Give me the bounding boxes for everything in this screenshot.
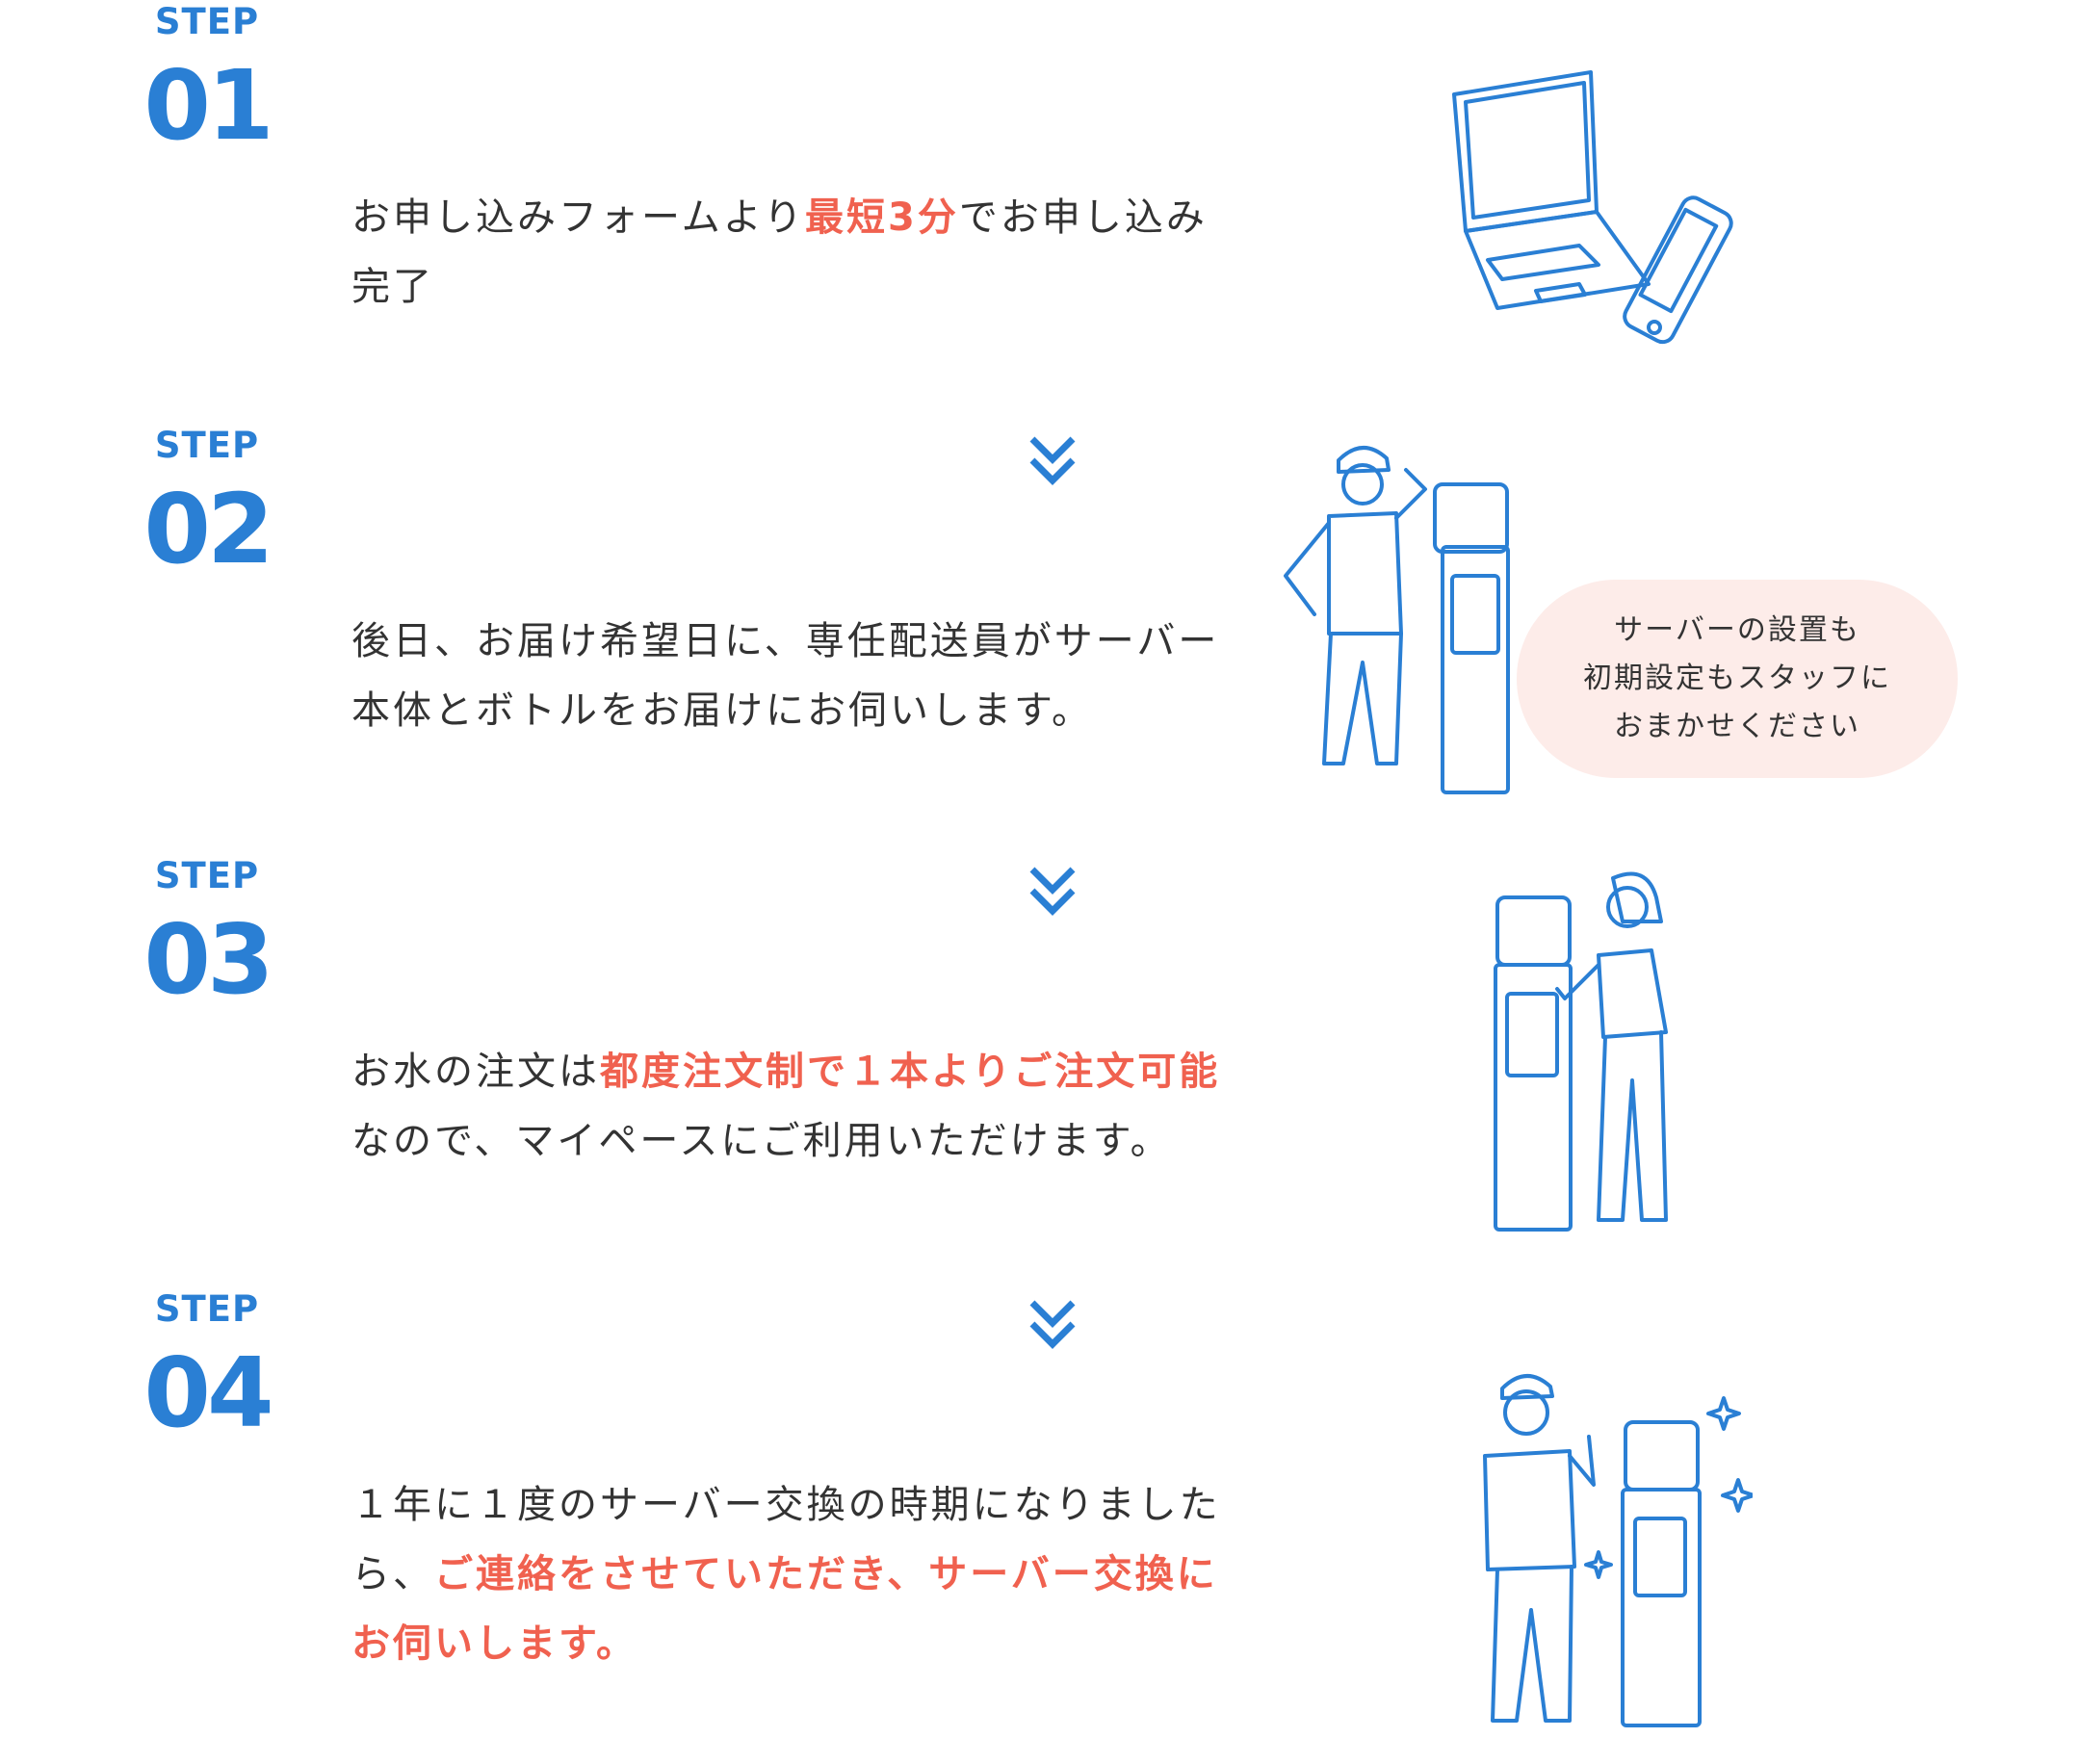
step-number: STEP 03 <box>125 854 289 1020</box>
step-number: STEP 02 <box>125 424 289 589</box>
text: なので、マイペースにご利用いただけます。 <box>351 1119 1172 1163</box>
step-02: STEP 02 後日、お届け希望日に、専任配送員がサーバー本体とボトルをお届けに… <box>0 424 2080 856</box>
staff-thumbs-up-icon <box>1483 1374 1753 1727</box>
highlight-text: 都度注文制で１本よりご注文可能 <box>600 1050 1221 1094</box>
text: １年に１度のサーバー交換の時期になりましたら、 <box>351 1483 1221 1596</box>
text: お水の注文は <box>351 1050 600 1094</box>
chevron-double-down-icon <box>1029 436 1076 485</box>
step-label: STEP <box>154 425 260 466</box>
delivery-staff-icon <box>1284 446 1510 794</box>
step-04: STEP 04 １年に１度のサーバー交換の時期になりましたら、ご連絡をさせていた… <box>0 1287 2080 1727</box>
step-label: STEP <box>154 1 260 42</box>
step-digits: 04 <box>143 1336 273 1449</box>
chevron-double-down-icon <box>1029 1300 1076 1349</box>
step-digits: 02 <box>143 473 273 585</box>
bubble-line: おまかせください <box>1614 710 1860 743</box>
step-number: STEP 04 <box>125 1287 289 1453</box>
woman-water-server-icon <box>1494 871 1668 1232</box>
highlight-text: 最短3分 <box>805 195 959 240</box>
step-description: 後日、お届け希望日に、専任配送員がサーバー本体とボトルをお届けにお伺いします。 <box>351 607 1223 745</box>
step-01: STEP 01 お申し込みフォームより最短3分でお申し込み完了 <box>0 0 2080 432</box>
info-bubble: サーバーの設置も初期設定もスタッフにおまかせください <box>1517 580 1958 778</box>
step-description: お申し込みフォームより最短3分でお申し込み完了 <box>351 183 1223 322</box>
highlight-text: ご連絡をさせていただき、サーバー交換にお伺いします。 <box>351 1552 1218 1666</box>
step-digits: 01 <box>143 49 273 162</box>
step-label: STEP <box>154 855 260 896</box>
text: お申し込みフォームより <box>351 195 805 240</box>
step-number: STEP 01 <box>125 0 289 166</box>
bubble-line: サーバーの設置も <box>1614 613 1860 647</box>
step-description: １年に１度のサーバー交換の時期になりましたら、ご連絡をさせていただき、サーバー交… <box>351 1470 1223 1678</box>
step-03: STEP 03 お水の注文は都度注文制で１本よりご注文可能なので、マイペースにご… <box>0 854 2080 1286</box>
text: 後日、お届け希望日に、専任配送員がサーバー本体とボトルをお届けにお伺いします。 <box>351 619 1220 733</box>
step-digits: 03 <box>143 903 273 1016</box>
bubble-line: 初期設定もスタッフに <box>1583 662 1891 695</box>
chevron-double-down-icon <box>1029 867 1076 916</box>
step-label: STEP <box>154 1288 260 1330</box>
text: でお申し込み完了 <box>351 195 1208 309</box>
laptop-phone-icon <box>1452 70 1733 345</box>
step-description: お水の注文は都度注文制で１本よりご注文可能なので、マイペースにご利用いただけます… <box>351 1037 1223 1176</box>
